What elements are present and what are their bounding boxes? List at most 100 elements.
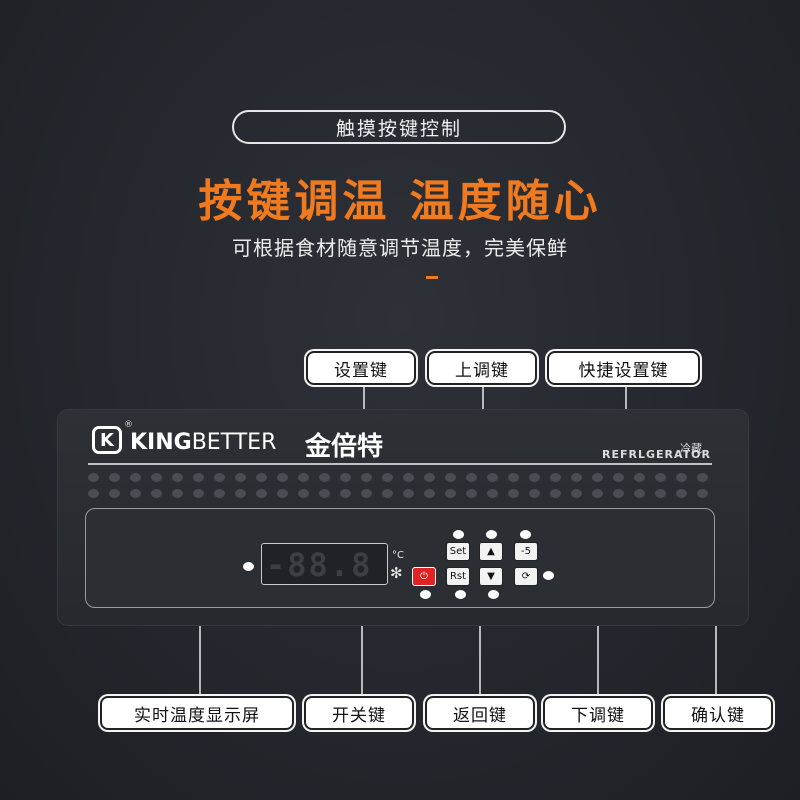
vent-dot xyxy=(466,473,477,482)
vent-dot xyxy=(382,489,393,498)
vent-dot xyxy=(676,489,687,498)
vent-dot xyxy=(361,489,372,498)
model-en: REFRLGERATOR xyxy=(602,448,711,461)
quick-set-button[interactable]: -5 xyxy=(514,542,538,561)
label-set-key: 设置键 xyxy=(306,351,416,385)
callout-point-set xyxy=(453,530,464,539)
vent-dot xyxy=(508,489,519,498)
vent-dot xyxy=(298,489,309,498)
brand-logo-icon: K xyxy=(92,426,122,454)
callout-point-return xyxy=(455,590,466,599)
set-button[interactable]: Set xyxy=(446,542,470,561)
vent-dot xyxy=(382,473,393,482)
vent-dot xyxy=(613,489,624,498)
vent-dot xyxy=(529,473,540,482)
vent-dot xyxy=(277,473,288,482)
up-button[interactable]: ▲ xyxy=(479,542,503,561)
callout-point-power xyxy=(420,590,431,599)
vent-dot xyxy=(697,489,708,498)
brand-en-thin: BETTER xyxy=(191,430,277,455)
touch-control-pill: 触摸按键控制 xyxy=(232,110,566,144)
vent-dot xyxy=(550,489,561,498)
brand-name-cn: 金倍特 xyxy=(305,432,384,462)
label-power-key: 开关键 xyxy=(304,696,414,730)
snowflake-icon: ✻ xyxy=(390,564,403,582)
vent-dot xyxy=(109,473,120,482)
registered-mark: ® xyxy=(124,420,133,430)
vent-dot xyxy=(235,489,246,498)
callout-point-up xyxy=(486,530,497,539)
callout-point-confirm xyxy=(543,571,554,580)
down-button[interactable]: ▼ xyxy=(479,567,503,586)
callout-point-quick xyxy=(520,530,531,539)
vent-dot xyxy=(550,473,561,482)
label-up-key: 上调键 xyxy=(427,351,537,385)
vent-dot xyxy=(88,489,99,498)
vent-dot xyxy=(424,489,435,498)
vent-dot xyxy=(508,473,519,482)
vent-dot xyxy=(130,473,141,482)
vent-dot xyxy=(697,473,708,482)
reset-button[interactable]: Rst xyxy=(446,567,470,586)
temperature-display xyxy=(261,543,388,585)
callout-point-down xyxy=(488,590,499,599)
vent-dot xyxy=(592,473,603,482)
vent-dot xyxy=(655,473,666,482)
vent-dot xyxy=(151,473,162,482)
vent-dot xyxy=(487,489,498,498)
vent-dot xyxy=(424,473,435,482)
control-panel xyxy=(85,508,715,608)
vent-dot xyxy=(130,489,141,498)
vent-dot xyxy=(487,473,498,482)
model-cn: 冷藏 xyxy=(680,442,702,455)
vent-dot xyxy=(340,473,351,482)
vent-dot xyxy=(256,473,267,482)
callout-point-display xyxy=(243,562,254,571)
vent-dot xyxy=(277,489,288,498)
label-down-key: 下调键 xyxy=(543,696,653,730)
vent-dot xyxy=(172,473,183,482)
vent-dot xyxy=(592,489,603,498)
vent-dot xyxy=(634,473,645,482)
brand-en-bold: KING xyxy=(130,430,192,455)
vent-dot xyxy=(214,489,225,498)
vent-dot xyxy=(340,489,351,498)
vent-dot xyxy=(88,473,99,482)
vent-dot xyxy=(214,473,225,482)
vent-dot xyxy=(256,489,267,498)
brand-name-en: KINGBETTER xyxy=(130,430,276,455)
vent-dot xyxy=(193,489,204,498)
vent-dot xyxy=(235,473,246,482)
vent-dot xyxy=(445,473,456,482)
vent-dot xyxy=(676,473,687,482)
celsius-unit: °C xyxy=(392,550,404,561)
vent-dots xyxy=(88,473,718,509)
accent-divider xyxy=(426,276,438,279)
power-button[interactable]: ⏻ xyxy=(412,567,436,586)
vent-dot xyxy=(193,473,204,482)
vent-dot xyxy=(529,489,540,498)
vent-dot xyxy=(361,473,372,482)
vent-dot xyxy=(445,489,456,498)
vent-dot xyxy=(403,473,414,482)
label-temp-display: 实时温度显示屏 xyxy=(100,696,294,730)
vent-dot xyxy=(298,473,309,482)
temperature-readout: -88.8 xyxy=(266,546,373,584)
confirm-button[interactable]: ⟳ xyxy=(514,567,538,586)
headline: 按键调温 温度随心 xyxy=(198,176,602,227)
label-return-key: 返回键 xyxy=(425,696,535,730)
vent-dot xyxy=(466,489,477,498)
vent-dot xyxy=(319,473,330,482)
vent-dot xyxy=(613,473,624,482)
vent-dot xyxy=(571,489,582,498)
vent-dot xyxy=(655,489,666,498)
vent-dot xyxy=(151,489,162,498)
vent-dot xyxy=(109,489,120,498)
vent-dot xyxy=(172,489,183,498)
brand-divider xyxy=(88,463,712,465)
vent-dot xyxy=(634,489,645,498)
label-confirm-key: 确认键 xyxy=(663,696,773,730)
label-quick-set-key: 快捷设置键 xyxy=(547,351,700,385)
vent-dot xyxy=(571,473,582,482)
